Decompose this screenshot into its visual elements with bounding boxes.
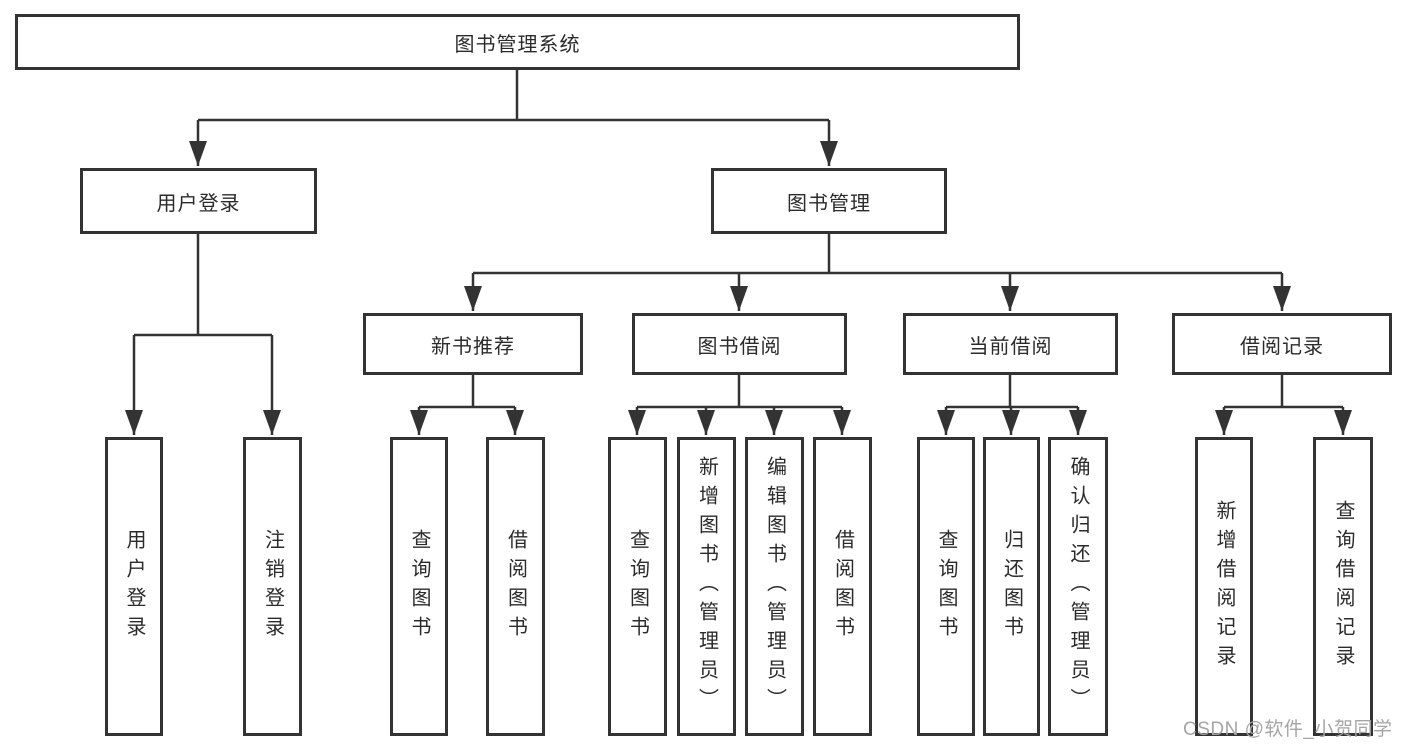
- node-book-management-branch: 图书管理: [711, 168, 947, 234]
- leaf-query-books-current: 查询图书: [917, 437, 975, 736]
- leaf-label: 查询图书: [408, 528, 430, 645]
- leaf-label: 查询图书: [935, 528, 957, 645]
- leaf-label: 注销登录: [261, 528, 284, 645]
- connector-new-book-stem: [419, 375, 515, 409]
- leaf-query-books-borrow: 查询图书: [608, 437, 667, 736]
- leaf-confirm-return-admin: 确认归还（管理员）: [1048, 437, 1108, 736]
- leaf-add-books-admin: 新增图书（管理员）: [677, 437, 736, 736]
- node-root: 图书管理系统: [15, 14, 1020, 70]
- connector-borrow-records-stem: [1224, 375, 1343, 409]
- leaf-label: 确认归还（管理员）: [1067, 456, 1089, 717]
- leaf-borrow-books-recommend: 借阅图书: [486, 437, 545, 736]
- csdn-watermark: CSDN @软件_小贺同学: [1183, 719, 1393, 740]
- leaf-label: 查询借阅记录: [1332, 499, 1354, 674]
- leaf-query-borrow-record: 查询借阅记录: [1313, 437, 1373, 736]
- leaf-label: 新增借阅记录: [1213, 499, 1235, 674]
- leaf-return-books: 归还图书: [983, 437, 1040, 736]
- leaf-edit-books-admin: 编辑图书（管理员）: [745, 437, 804, 736]
- node-new-book-recommend: 新书推荐: [363, 313, 583, 375]
- connector-user-login-stem: [134, 234, 272, 337]
- node-user-login-branch: 用户登录: [80, 168, 317, 234]
- leaf-label: 借阅图书: [831, 528, 854, 645]
- leaf-borrow-books: 借阅图书: [813, 437, 872, 736]
- leaf-user-login: 用户登录: [105, 437, 163, 736]
- leaf-label: 新增图书（管理员）: [695, 456, 718, 717]
- leaf-logout: 注销登录: [243, 437, 302, 736]
- leaf-label: 用户登录: [123, 528, 145, 645]
- connector-current-borrow-stem: [946, 375, 1078, 409]
- leaf-query-books-recommend: 查询图书: [390, 437, 448, 736]
- leaf-label: 归还图书: [1000, 528, 1023, 645]
- leaf-add-borrow-record: 新增借阅记录: [1195, 437, 1253, 736]
- leaf-label: 查询图书: [626, 528, 649, 645]
- connector-book-borrow-stem: [637, 375, 842, 409]
- node-current-borrow: 当前借阅: [903, 313, 1118, 375]
- node-borrow-records: 借阅记录: [1172, 313, 1392, 375]
- node-book-borrow: 图书借阅: [632, 313, 847, 375]
- connector-book-mgmt-stem: [473, 234, 1282, 275]
- leaf-label: 编辑图书（管理员）: [763, 456, 786, 717]
- connector-root-stem: [198, 70, 829, 122]
- leaf-label: 借阅图书: [504, 528, 527, 645]
